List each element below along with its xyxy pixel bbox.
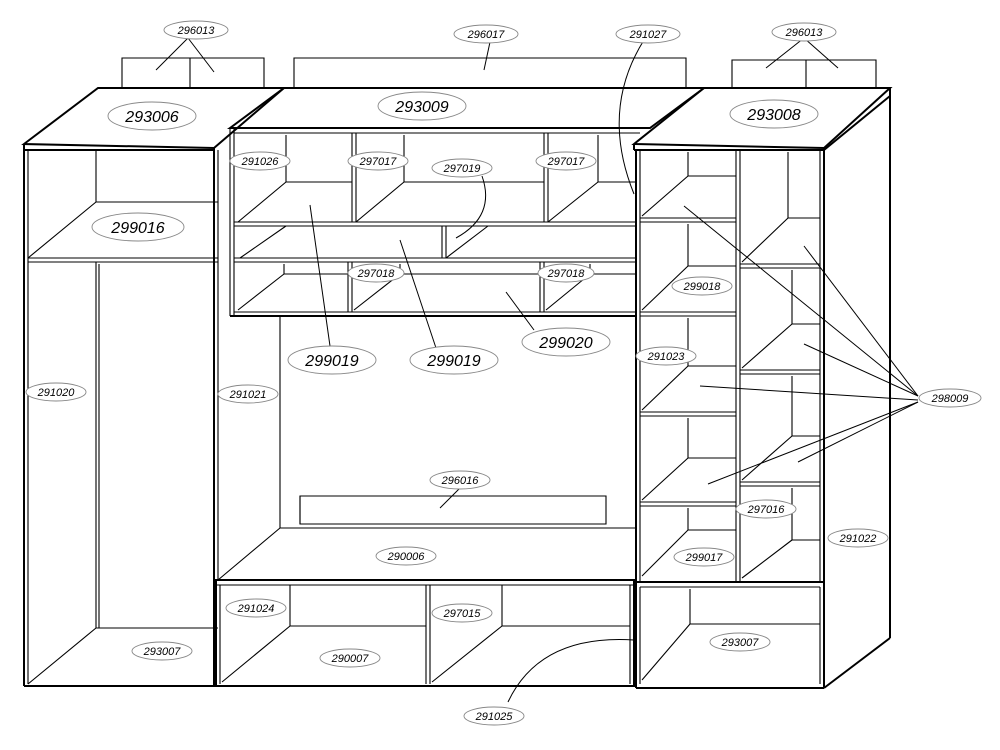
svg-text:291023: 291023 — [647, 351, 686, 363]
label-291025: 291025 — [463, 706, 525, 726]
svg-text:291022: 291022 — [839, 533, 877, 545]
svg-text:298009: 298009 — [931, 393, 969, 405]
label-293007a: 293007 — [131, 641, 193, 661]
svg-text:293008: 293008 — [746, 107, 800, 124]
label-299020: 299020 — [521, 327, 611, 357]
label-293009: 293009 — [377, 91, 467, 121]
right-shelving-unit — [631, 87, 893, 689]
label-293008: 293008 — [729, 99, 819, 129]
svg-text:291025: 291025 — [475, 711, 514, 723]
label-297018b: 297018 — [537, 263, 595, 283]
label-291020: 291020 — [25, 382, 87, 402]
svg-text:297017: 297017 — [547, 156, 586, 168]
svg-text:290007: 290007 — [331, 653, 370, 665]
svg-text:296013: 296013 — [785, 27, 824, 39]
svg-text:291020: 291020 — [37, 387, 76, 399]
svg-text:299017: 299017 — [685, 552, 724, 564]
label-296013a: 296013 — [163, 20, 229, 40]
label-291027: 291027 — [615, 24, 681, 44]
label-297019: 297019 — [431, 158, 493, 178]
svg-text:299016: 299016 — [110, 220, 164, 237]
label-297017b: 297017 — [535, 151, 597, 171]
label-291024: 291024 — [225, 598, 287, 618]
svg-text:297018: 297018 — [357, 268, 396, 280]
tv-base-cabinet — [214, 579, 636, 687]
svg-text:296017: 296017 — [467, 29, 506, 41]
svg-text:291026: 291026 — [241, 156, 280, 168]
svg-text:296016: 296016 — [441, 475, 480, 487]
label-297018a: 297018 — [347, 263, 405, 283]
svg-text:293007: 293007 — [143, 646, 182, 658]
label-290006: 290006 — [375, 546, 437, 566]
svg-text:296013: 296013 — [177, 25, 216, 37]
svg-text:297019: 297019 — [443, 163, 481, 175]
svg-text:293006: 293006 — [124, 109, 178, 126]
svg-text:293007: 293007 — [721, 637, 760, 649]
label-291022: 291022 — [827, 528, 889, 548]
label-299017: 299017 — [673, 547, 735, 567]
svg-text:297018: 297018 — [547, 268, 586, 280]
svg-text:297017: 297017 — [359, 156, 398, 168]
label-298009: 298009 — [918, 388, 982, 408]
label-291023: 291023 — [635, 346, 697, 366]
svg-text:293009: 293009 — [394, 99, 448, 116]
svg-text:291024: 291024 — [237, 603, 275, 615]
svg-text:297015: 297015 — [443, 608, 482, 620]
svg-text:291027: 291027 — [629, 29, 668, 41]
tv-niche — [217, 316, 636, 581]
label-290007: 290007 — [319, 648, 381, 668]
label-293007b: 293007 — [709, 632, 771, 652]
label-299018: 299018 — [671, 276, 733, 296]
label-291026: 291026 — [229, 151, 291, 171]
label-297015: 297015 — [431, 603, 493, 623]
svg-text:297016: 297016 — [747, 504, 786, 516]
label-293006: 293006 — [107, 101, 197, 131]
svg-text:299019: 299019 — [426, 353, 480, 370]
label-297017a: 297017 — [347, 151, 409, 171]
svg-text:299020: 299020 — [538, 335, 592, 352]
label-299019a: 299019 — [287, 345, 377, 375]
center-upper-shelf — [226, 87, 708, 317]
leader-lines — [155, 37, 919, 703]
label-296016: 296016 — [429, 470, 491, 490]
label-297016: 297016 — [735, 499, 797, 519]
part-labels: 296013 296017 291027 296013 293006 29300… — [25, 20, 982, 726]
svg-text:299018: 299018 — [683, 281, 722, 293]
svg-text:299019: 299019 — [304, 353, 358, 370]
label-291021: 291021 — [217, 384, 279, 404]
label-299019b: 299019 — [409, 345, 499, 375]
label-299016: 299016 — [91, 212, 185, 242]
label-296017: 296017 — [453, 24, 519, 44]
top-cornices — [121, 57, 877, 88]
svg-text:290006: 290006 — [387, 551, 426, 563]
svg-text:291021: 291021 — [229, 389, 267, 401]
left-wardrobe — [21, 87, 287, 687]
label-296013b: 296013 — [771, 22, 837, 42]
